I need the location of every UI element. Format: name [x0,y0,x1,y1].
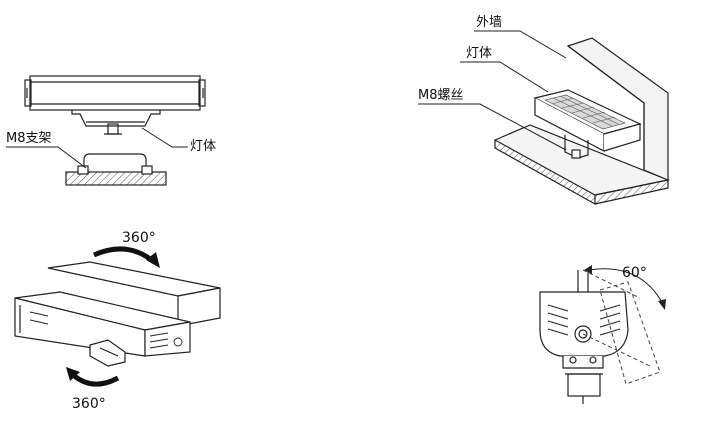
m8-bracket-leader [6,146,87,169]
bracket-handle [83,153,147,172]
rotation-bottom-label: 360° [72,396,106,412]
lamp-body-front-leader [141,127,188,148]
m8-screw-label: M8螺丝 [418,88,464,103]
m8-screw-wall [571,149,581,159]
m8-screw-leader [418,103,567,151]
end-cap-left [24,79,32,107]
bracket-base [65,153,167,186]
mounting-bracket [71,110,161,127]
tilt-mount-base [567,373,601,397]
lamp-end-face [539,291,629,357]
arc-arrow-head [658,299,666,310]
m8-bracket-label: M8支架 [6,131,52,146]
lamp-body-front-label: 灯体 [190,139,216,154]
lamp-body-wall-label: 灯体 [466,46,492,61]
end-cap-right [198,79,206,107]
curved-arrow-icon-head-2 [66,367,80,381]
fixture-rotated [47,261,221,297]
wall-mount-view [493,37,671,206]
tilt-angle-arc [587,268,664,305]
wall-lamp-body [533,89,642,159]
curved-arrow-icon [70,372,120,387]
tilt-view [539,270,629,404]
rotation-top-label: 360° [122,230,156,246]
curved-arrow-icon [92,246,156,264]
outer-wall-leader [474,30,567,59]
lamp-body-wall-leader [460,61,549,93]
rotation-bracket [89,339,126,367]
mounting-plate [65,171,167,186]
lamp-body [29,75,201,111]
arc-arrow-tail [584,265,592,274]
rotation-view [14,261,221,367]
front-view-fixture [24,75,206,135]
tilt-angle-label: 60° [622,265,647,281]
tilt-outline [582,269,661,385]
outer-wall-label: 外墙 [476,15,502,30]
curved-arrow-icon-head [146,252,160,268]
